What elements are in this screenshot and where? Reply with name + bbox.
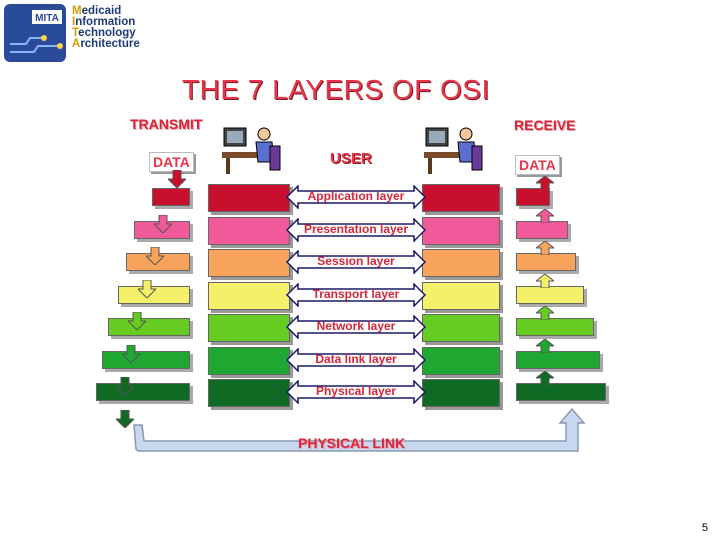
logo-badge-text: MITA xyxy=(35,13,59,24)
up-arrow-icon-1 xyxy=(536,176,554,190)
layer-label-3: Session layer xyxy=(317,254,395,268)
receive-layer-bar-7 xyxy=(422,379,500,407)
physical-link-arrow xyxy=(133,407,586,452)
computer-user-icon-left xyxy=(222,127,281,174)
layer-arrow-1 xyxy=(286,185,426,209)
layer-label-6: Data link layer xyxy=(315,351,397,366)
receive-stair-2 xyxy=(516,220,568,239)
data-label-left: DATA xyxy=(149,152,194,172)
down-arrow-icon-3 xyxy=(146,247,164,265)
receive-stair-3 xyxy=(516,253,576,271)
layer-arrow-5 xyxy=(286,315,426,339)
transmit-stair-7 xyxy=(96,383,190,401)
transmit-layer-bar-4 xyxy=(208,281,290,310)
transmit-layer-bar-3 xyxy=(208,249,290,277)
transmit-label: TRANSMIT xyxy=(130,116,203,132)
up-arrow-icon-5 xyxy=(536,306,554,320)
transmit-layer-bar-6 xyxy=(208,346,290,375)
transmit-layer-bar-5 xyxy=(208,314,290,342)
receive-layer-bar-5 xyxy=(422,314,500,342)
user-label: USER xyxy=(330,150,372,167)
receive-stair-7 xyxy=(516,383,606,401)
receive-layer-bar-2 xyxy=(422,216,500,245)
down-arrow-icon-8 xyxy=(116,409,134,428)
receive-stair-4 xyxy=(516,285,584,304)
layer-label-5: Network layer xyxy=(316,319,396,333)
down-arrow-icon-7 xyxy=(116,377,134,395)
transmit-stair-4 xyxy=(118,285,190,304)
up-arrow-icon-3 xyxy=(536,241,554,255)
physical-link-label: PHYSICAL LINK xyxy=(298,435,406,451)
layer-label-7: Physical layer xyxy=(315,384,397,398)
receive-stair-1 xyxy=(516,188,550,206)
mita-logo-icon: MITA xyxy=(4,4,66,62)
computer-user-icon-right xyxy=(424,127,483,174)
page-number: 5 xyxy=(701,522,708,534)
up-arrow-icon-4 xyxy=(536,273,554,288)
transmit-stair-1 xyxy=(152,188,190,206)
layer-arrow-3 xyxy=(286,250,426,274)
down-arrow-icon-5 xyxy=(128,312,146,330)
receive-layer-bar-3 xyxy=(422,249,500,277)
transmit-stair-5 xyxy=(108,318,190,336)
up-arrow-icon-2 xyxy=(536,208,554,223)
receive-layer-bar-6 xyxy=(422,346,500,375)
receive-layer-bar-4 xyxy=(422,281,500,310)
up-arrow-icon-6 xyxy=(536,338,554,353)
transmit-layer-bar-1 xyxy=(208,184,290,212)
receive-stair-5 xyxy=(516,318,594,336)
down-arrow-icon-2 xyxy=(154,214,172,233)
layer-arrow-7 xyxy=(286,380,426,404)
layer-arrow-6 xyxy=(286,347,426,372)
layer-label-2: Presentation layer xyxy=(303,221,409,236)
transmit-layer-bar-7 xyxy=(208,379,290,407)
slide-title: THE 7 LAYERS OF OSI xyxy=(182,74,490,105)
transmit-stair-6 xyxy=(102,350,190,369)
data-label-right: DATA xyxy=(515,155,560,175)
layer-arrow-4 xyxy=(286,282,426,307)
down-arrow-icon-4 xyxy=(138,279,156,298)
down-arrow-icon-6 xyxy=(122,344,140,363)
receive-layer-bar-1 xyxy=(422,184,500,212)
layer-arrow-2 xyxy=(286,217,426,242)
receive-stair-6 xyxy=(516,350,600,369)
down-arrow-icon-1 xyxy=(168,170,186,188)
layer-label-1: Application layer xyxy=(307,189,405,203)
transmit-layer-bar-2 xyxy=(208,216,290,245)
receive-label: RECEIVE xyxy=(514,117,576,133)
up-arrow-icon-7 xyxy=(536,371,554,385)
logo-wordmark: Medicaid Information Technology Architec… xyxy=(72,5,140,50)
layer-label-4: Transport layer xyxy=(312,286,400,301)
